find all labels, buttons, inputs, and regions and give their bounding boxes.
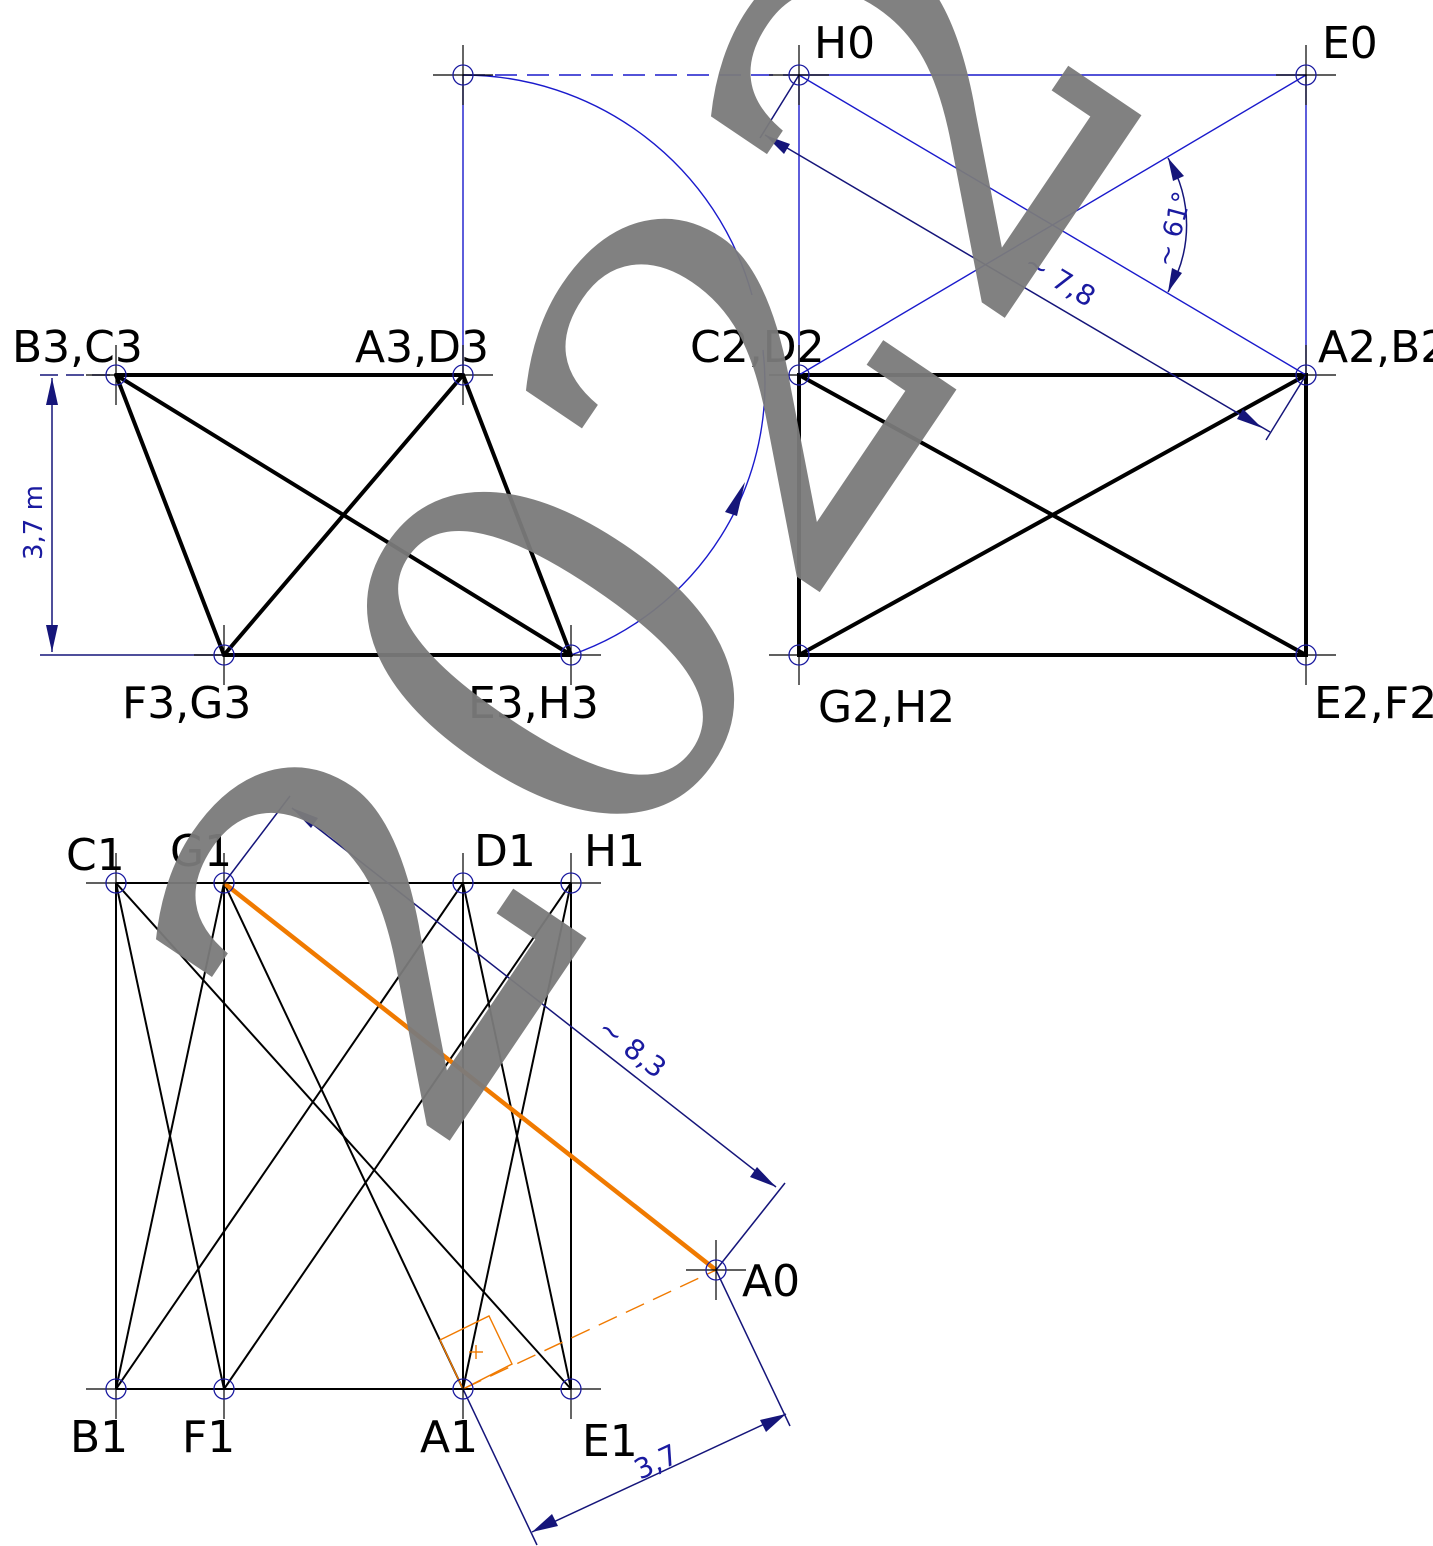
diag-dim-line xyxy=(764,134,1271,433)
front-diagonal-2 xyxy=(797,373,1308,657)
point-marker xyxy=(769,345,829,405)
top-view xyxy=(115,882,572,1390)
label-c1: C1 xyxy=(66,830,125,881)
point-marker xyxy=(86,345,146,405)
true-length-line xyxy=(222,881,718,1272)
label-e1: E1 xyxy=(582,1416,638,1467)
tl-ext-1 xyxy=(223,795,291,884)
point-marker xyxy=(1276,345,1336,405)
diag-arrow-1 xyxy=(765,135,790,154)
label-b1: B1 xyxy=(70,1412,128,1463)
revolve-arc-lower xyxy=(570,349,766,656)
height-arrow-top xyxy=(46,378,58,405)
revolved-view xyxy=(798,74,1307,376)
revolve-arc-upper xyxy=(462,74,753,296)
point-labels: B3,C3 A3,D3 F3,G3 E3,H3 H0 E0 C2,D2 A2,B… xyxy=(12,18,1433,1467)
point-marker xyxy=(433,45,493,105)
offset-arrow-1 xyxy=(532,1514,558,1532)
label-a2-b2: A2,B2 xyxy=(1318,322,1433,373)
diag-arrow-2 xyxy=(1237,409,1262,428)
label-b3-c3: B3,C3 xyxy=(12,322,143,373)
label-h1: H1 xyxy=(584,826,645,877)
revolved-diagonal-2 xyxy=(798,74,1307,376)
label-f3-g3: F3,G3 xyxy=(122,678,251,729)
right-angle-mark xyxy=(439,1315,513,1390)
point-marker xyxy=(194,1359,254,1419)
tl-arrow-2 xyxy=(750,1167,776,1187)
label-f1: F1 xyxy=(182,1412,235,1463)
watermark-2022: 2022 xyxy=(30,0,1272,1239)
side-diagonal-2 xyxy=(222,373,465,657)
label-a1: A1 xyxy=(420,1412,478,1463)
point-marker xyxy=(541,625,601,685)
point-marker xyxy=(433,853,493,913)
point-markers xyxy=(86,45,1336,1419)
true-length-dashed xyxy=(462,1269,717,1390)
point-marker xyxy=(686,1240,746,1300)
label-a0: A0 xyxy=(742,1256,800,1307)
point-marker xyxy=(86,1359,146,1419)
top-line-g1-b1 xyxy=(115,882,225,1390)
top-line-g1-a1 xyxy=(223,882,464,1390)
point-marker xyxy=(194,853,254,913)
point-marker xyxy=(769,45,829,105)
top-line-d1-b1 xyxy=(115,882,464,1390)
point-marker xyxy=(541,1359,601,1419)
tl-dim-line xyxy=(291,807,777,1188)
label-h0: H0 xyxy=(814,18,875,69)
top-line-h1-a1 xyxy=(462,882,572,1390)
height-dimension-label: 3,7 m xyxy=(19,485,49,560)
label-c2-d2: C2,D2 xyxy=(690,322,825,373)
point-marker xyxy=(1276,45,1336,105)
point-marker xyxy=(433,345,493,405)
top-line-h1-f1 xyxy=(223,882,572,1390)
front-rectangle xyxy=(797,373,1308,657)
angle-arrow-top xyxy=(1168,158,1184,181)
label-e0: E0 xyxy=(1322,18,1378,69)
side-left-edge xyxy=(114,373,226,657)
point-marker xyxy=(1276,625,1336,685)
label-d1: D1 xyxy=(474,826,536,877)
offset-dimension: 3,7 xyxy=(462,1269,791,1546)
label-e2-f2: E2,F2 xyxy=(1314,678,1433,729)
point-marker xyxy=(433,1359,493,1419)
label-g1: G1 xyxy=(170,826,232,877)
offset-ext-1 xyxy=(462,1388,538,1546)
height-arrow-bottom xyxy=(46,625,58,652)
point-marker xyxy=(86,853,146,913)
diag-ext-1 xyxy=(759,74,800,139)
offset-ext-2 xyxy=(715,1269,791,1427)
offset-dim-line xyxy=(531,1413,787,1533)
revolve-arrow xyxy=(725,482,745,516)
point-marker xyxy=(194,625,254,685)
angle-arrow-bottom xyxy=(1168,268,1182,292)
point-marker xyxy=(769,625,829,685)
construction-lines xyxy=(462,74,800,656)
height-dimension: 3,7 m xyxy=(19,374,224,656)
label-g2-h2: G2,H2 xyxy=(818,682,955,733)
label-e3-h3: E3,H3 xyxy=(468,678,599,729)
label-a3-d3: A3,D3 xyxy=(355,322,489,373)
tl-ext-2 xyxy=(715,1182,786,1271)
diag-ext-2 xyxy=(1265,374,1307,441)
point-marker xyxy=(541,853,601,913)
side-right-edge xyxy=(461,373,573,657)
side-view xyxy=(114,373,573,657)
tl-arrow-1 xyxy=(292,808,318,828)
offset-arrow-2 xyxy=(760,1414,786,1432)
front-view xyxy=(797,373,1308,657)
true-length-construction xyxy=(222,881,718,1390)
